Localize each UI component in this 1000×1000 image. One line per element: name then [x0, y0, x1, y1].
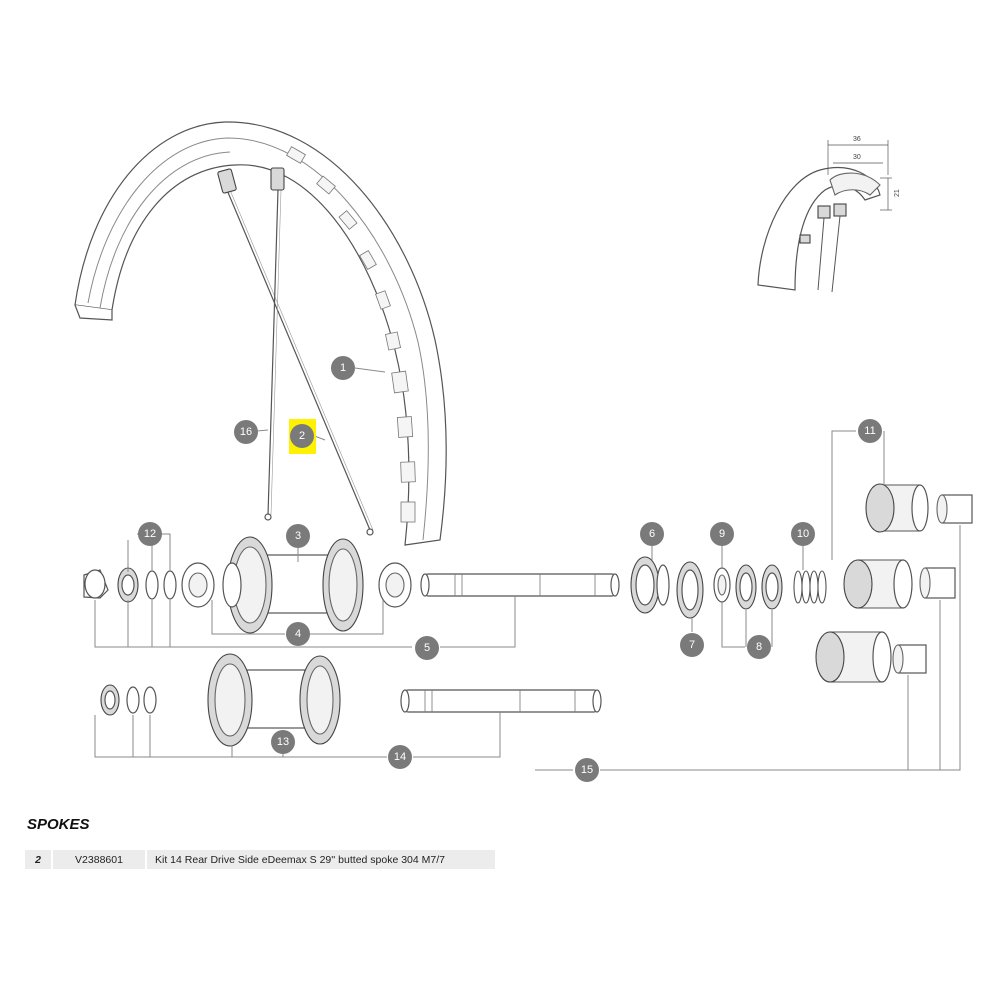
svg-text:12: 12 [144, 528, 156, 540]
callout-11[interactable]: 11 [858, 419, 882, 443]
section-title: SPOKES [27, 816, 90, 833]
svg-text:11: 11 [864, 425, 875, 437]
rim [74, 121, 447, 546]
part-reference: V2388601 [53, 850, 147, 869]
callout-3[interactable]: 3 [286, 524, 310, 548]
spokes [217, 167, 374, 536]
svg-text:6: 6 [649, 528, 655, 540]
callout-16[interactable]: 16 [234, 420, 258, 444]
part-number: 2 [25, 850, 53, 869]
svg-text:10: 10 [797, 528, 809, 540]
dimension-inner-width: 30 [853, 154, 861, 161]
svg-text:3: 3 [295, 530, 301, 542]
callout-12[interactable]: 12 [138, 522, 162, 546]
callout-6[interactable]: 6 [640, 522, 664, 546]
svg-text:9: 9 [719, 528, 725, 540]
svg-text:13: 13 [277, 736, 289, 748]
svg-text:1: 1 [340, 362, 346, 374]
rim-section-inset: 36 30 21 [757, 136, 901, 293]
dimension-outer-width: 36 [853, 136, 861, 143]
svg-text:15: 15 [581, 764, 593, 776]
hub-assembly-lower [100, 653, 602, 747]
svg-text:4: 4 [295, 628, 301, 640]
callout-2[interactable]: 2 [290, 424, 314, 448]
callout-7[interactable]: 7 [680, 633, 704, 657]
callout-10[interactable]: 10 [791, 522, 815, 546]
parts-table-row[interactable]: 2 V2388601 Kit 14 Rear Drive Side eDeema… [25, 850, 495, 869]
callout-5[interactable]: 5 [415, 636, 439, 660]
svg-text:16: 16 [240, 426, 252, 438]
leader-lines [94, 367, 961, 771]
callout-9[interactable]: 9 [710, 522, 734, 546]
svg-text:7: 7 [689, 639, 695, 651]
part-description: Kit 14 Rear Drive Side eDeemax S 29'' bu… [155, 853, 446, 866]
svg-text:14: 14 [394, 751, 406, 763]
callout-15[interactable]: 15 [575, 758, 599, 782]
callout-8[interactable]: 8 [747, 635, 771, 659]
svg-text:8: 8 [756, 641, 762, 653]
callout-1[interactable]: 1 [331, 356, 355, 380]
freehub-parts [630, 483, 973, 683]
svg-text:5: 5 [424, 642, 430, 654]
hub-assembly-upper [83, 536, 620, 634]
svg-text:2: 2 [299, 430, 305, 442]
callout-14[interactable]: 14 [388, 745, 412, 769]
dimension-height: 21 [894, 189, 901, 197]
callout-4[interactable]: 4 [286, 622, 310, 646]
callout-13[interactable]: 13 [271, 730, 295, 754]
